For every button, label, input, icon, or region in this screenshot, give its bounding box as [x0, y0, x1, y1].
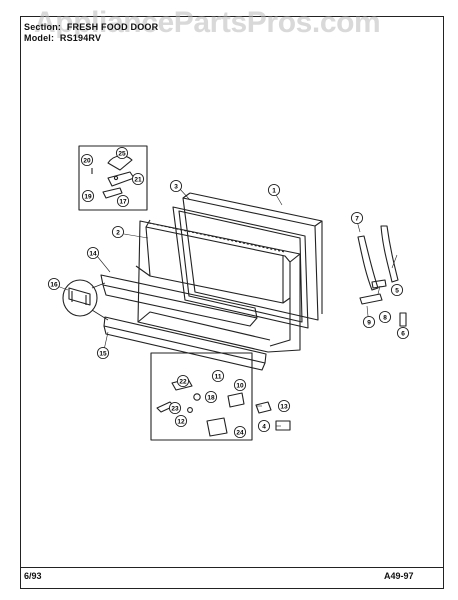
callout-number: 5 [395, 287, 399, 294]
callout-number: 17 [119, 198, 127, 205]
page-frame [20, 16, 444, 589]
callout-number: 11 [215, 373, 222, 380]
inner-door-liner [135, 219, 301, 353]
model-header: Model: RS194RV [24, 33, 101, 43]
callout-number: 23 [171, 405, 179, 412]
callout-number: 20 [83, 157, 91, 164]
section-label: Section: [24, 22, 62, 32]
callout-number: 14 [89, 250, 97, 257]
door-gasket [172, 206, 309, 329]
callout-number: 22 [179, 378, 187, 385]
callout-number: 13 [280, 403, 288, 410]
callout-circle [111, 225, 125, 239]
upper-door-shelf [100, 274, 258, 327]
callout-circle [86, 246, 100, 260]
callout-number: 6 [401, 330, 405, 337]
callout-circle [47, 277, 61, 291]
callout-number: 1 [272, 187, 276, 194]
callout-circle [131, 172, 145, 186]
callout-circle [233, 425, 247, 439]
footer-date: 6/93 [24, 571, 42, 581]
hinge-parts [357, 225, 407, 327]
callout-number: 12 [177, 418, 185, 425]
callout-number: 15 [99, 350, 107, 357]
section-header: Section: FRESH FOOD DOOR [24, 22, 158, 32]
footer-rule [20, 567, 444, 568]
callout-number: 9 [367, 319, 371, 326]
callout-circle [169, 179, 183, 193]
callout-number: 16 [50, 281, 58, 288]
callout-number: 3 [174, 183, 178, 190]
callout-number: 19 [84, 193, 92, 200]
footer-page-code: A49-97 [384, 571, 414, 581]
callout-markers: 1234567891011121314151617181920212223242… [47, 146, 410, 439]
shelf-retainer-detail [62, 279, 109, 321]
callout-circle [233, 378, 247, 392]
callout-circle [96, 346, 110, 360]
callout-circle [81, 189, 95, 203]
lower-door-shelf [103, 316, 267, 371]
callout-circle [116, 194, 130, 208]
callout-number: 7 [355, 215, 359, 222]
callout-circle [204, 390, 218, 404]
callout-circle [80, 153, 94, 167]
callout-circle [350, 211, 364, 225]
callout-circle [396, 326, 410, 340]
callout-circle [174, 414, 188, 428]
callout-circle [168, 401, 182, 415]
leader-lines [56, 187, 404, 427]
section-value: FRESH FOOD DOOR [66, 22, 159, 32]
callout-circle [257, 419, 271, 433]
callout-number: 10 [236, 382, 244, 389]
callout-circle [115, 146, 129, 160]
callout-number: 18 [207, 394, 215, 401]
callout-number: 2 [116, 229, 120, 236]
door-stop-parts [255, 401, 291, 431]
callout-circle [390, 283, 404, 297]
callout-circle [211, 369, 225, 383]
callout-circle [267, 183, 281, 197]
cam-parts-box [150, 352, 253, 441]
callout-circle [176, 374, 190, 388]
callout-number: 4 [262, 423, 266, 430]
callout-circle [378, 310, 392, 324]
model-value: RS194RV [59, 33, 102, 43]
callout-number: 24 [236, 429, 244, 436]
outer-door-panel [182, 192, 323, 321]
callout-number: 21 [134, 176, 142, 183]
callout-number: 25 [118, 150, 126, 157]
callout-circle [362, 315, 376, 329]
callout-number: 8 [383, 314, 387, 321]
callout-circle [277, 399, 291, 413]
model-label: Model: [24, 33, 55, 43]
